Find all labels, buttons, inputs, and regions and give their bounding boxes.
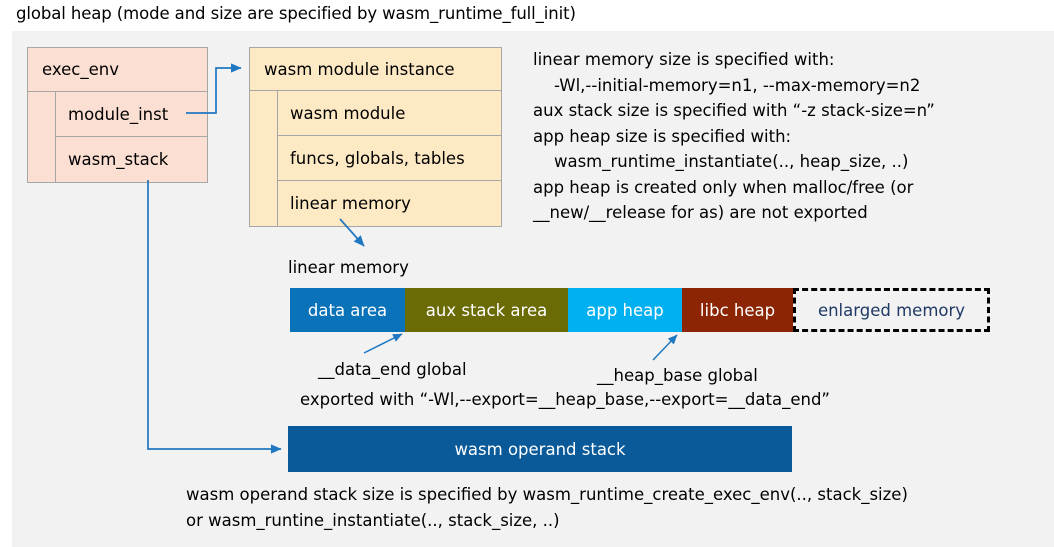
exec-env-row-module-inst: module_inst — [56, 92, 207, 137]
module-instance-row-linear-memory: linear memory — [290, 194, 411, 213]
module-instance-body: wasm module funcs, globals, tables linea… — [250, 91, 501, 226]
memory-segment-libc-heap: libc heap — [682, 288, 793, 332]
memory-segment-enlarged-memory: enlarged memory — [793, 288, 990, 332]
memory-segment-data-area: data area — [290, 288, 405, 332]
memory-segment-app-heap: app heap — [568, 288, 682, 332]
module-instance-row-funcs-globals-tables: funcs, globals, tables — [278, 136, 501, 181]
wasm-operand-stack-bar: wasm operand stack — [288, 426, 792, 472]
exec-env-header: exec_env — [28, 48, 207, 92]
wasm-module-instance-box: wasm module instance wasm module funcs, … — [249, 47, 502, 227]
heap-base-annotation: __heap_base global — [597, 366, 758, 385]
memory-spec-notes: linear memory size is specified with: -W… — [533, 50, 935, 222]
export-annotation: exported with “-Wl,--export=__heap_base,… — [300, 390, 830, 409]
exec-env-rows: module_inst wasm_stack — [56, 92, 207, 182]
module-instance-row-wasm-module: wasm module — [278, 91, 501, 136]
memory-segment-aux-stack-area: aux stack area — [405, 288, 568, 332]
page-title: global heap (mode and size are specified… — [16, 4, 576, 23]
module-instance-gutter — [250, 91, 278, 226]
exec-env-gutter — [28, 92, 56, 182]
exec-env-box: exec_env module_inst wasm_stack — [27, 47, 208, 183]
data-end-annotation: __data_end global — [318, 360, 467, 379]
linear-memory-label: linear memory — [288, 258, 409, 277]
exec-env-row-wasm-stack: wasm_stack — [68, 150, 169, 169]
operand-stack-notes: wasm operand stack size is specified by … — [186, 485, 908, 530]
module-instance-rows: wasm module funcs, globals, tables linea… — [278, 91, 501, 226]
exec-env-body: module_inst wasm_stack — [28, 92, 207, 182]
module-instance-header: wasm module instance — [250, 48, 501, 91]
